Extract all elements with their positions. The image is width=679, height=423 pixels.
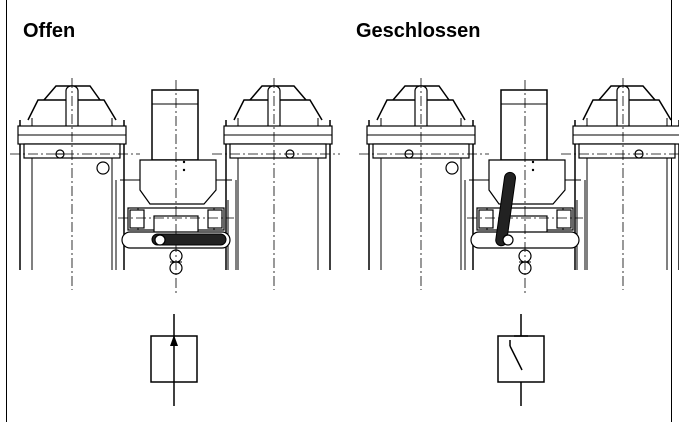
- figure-frame: [6, 0, 672, 422]
- closed-state-assembly: [358, 77, 679, 406]
- state-label-open: Offen: [23, 20, 76, 42]
- open-state-assembly: [9, 77, 341, 406]
- open-valve-symbol: [150, 314, 198, 406]
- open-lever: [151, 233, 227, 246]
- closed-lever: [495, 171, 517, 247]
- closed-valve-symbol: [497, 314, 545, 406]
- state-label-closed: Geschlossen: [356, 20, 481, 42]
